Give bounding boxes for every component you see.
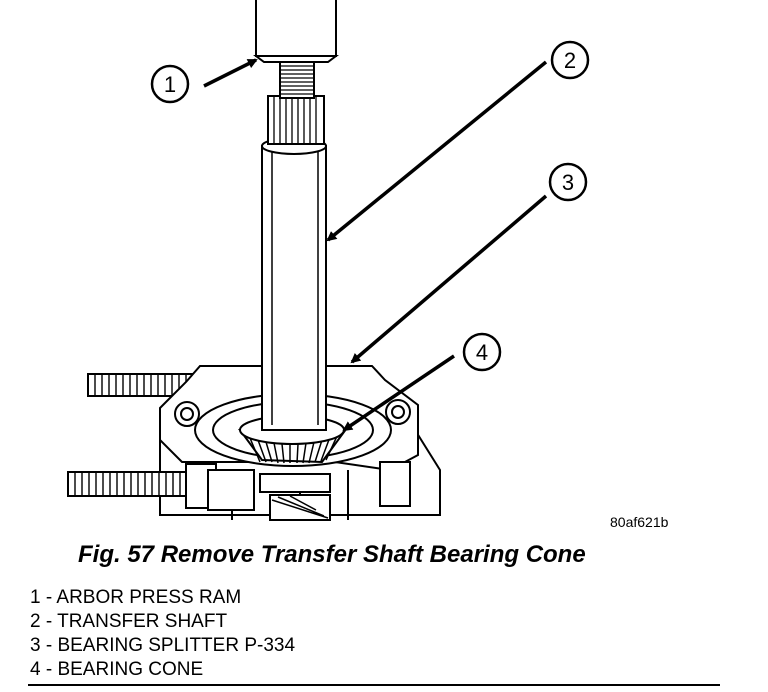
legend-item: 3 - BEARING SPLITTER P-334 [30, 635, 296, 656]
drawing-code: 80af621b [610, 514, 669, 530]
figure-caption: Fig. 57 Remove Transfer Shaft Bearing Co… [78, 541, 586, 568]
legend-list: 1 - ARBOR PRESS RAM 2 - TRANSFER SHAFT 3… [30, 586, 295, 682]
svg-text:1: 1 [164, 72, 176, 97]
arbor-press-ram [253, 0, 339, 63]
callout-3: 3 [548, 162, 588, 202]
leader-arrows [203, 58, 548, 432]
callout-1: 1 [150, 64, 190, 104]
legend-item: 4 - BEARING CONE [30, 659, 204, 680]
svg-text:3: 3 [562, 170, 574, 195]
leader-arrow-4 [342, 354, 455, 432]
press-diagram: 1 2 3 4 [67, 0, 590, 521]
leader-arrow-2 [326, 60, 548, 242]
leader-arrow-1 [203, 58, 258, 88]
legend-item: 2 - TRANSFER SHAFT [30, 611, 228, 632]
leader-arrow-3 [350, 194, 548, 364]
bearing-splitter [159, 365, 419, 511]
callout-2: 2 [550, 40, 590, 80]
callout-4: 4 [462, 332, 502, 372]
bottom-rule [28, 684, 720, 686]
svg-text:2: 2 [564, 48, 576, 73]
legend-item: 1 - ARBOR PRESS RAM [30, 587, 242, 608]
transfer-shaft [261, 61, 327, 431]
svg-text:4: 4 [476, 340, 488, 365]
